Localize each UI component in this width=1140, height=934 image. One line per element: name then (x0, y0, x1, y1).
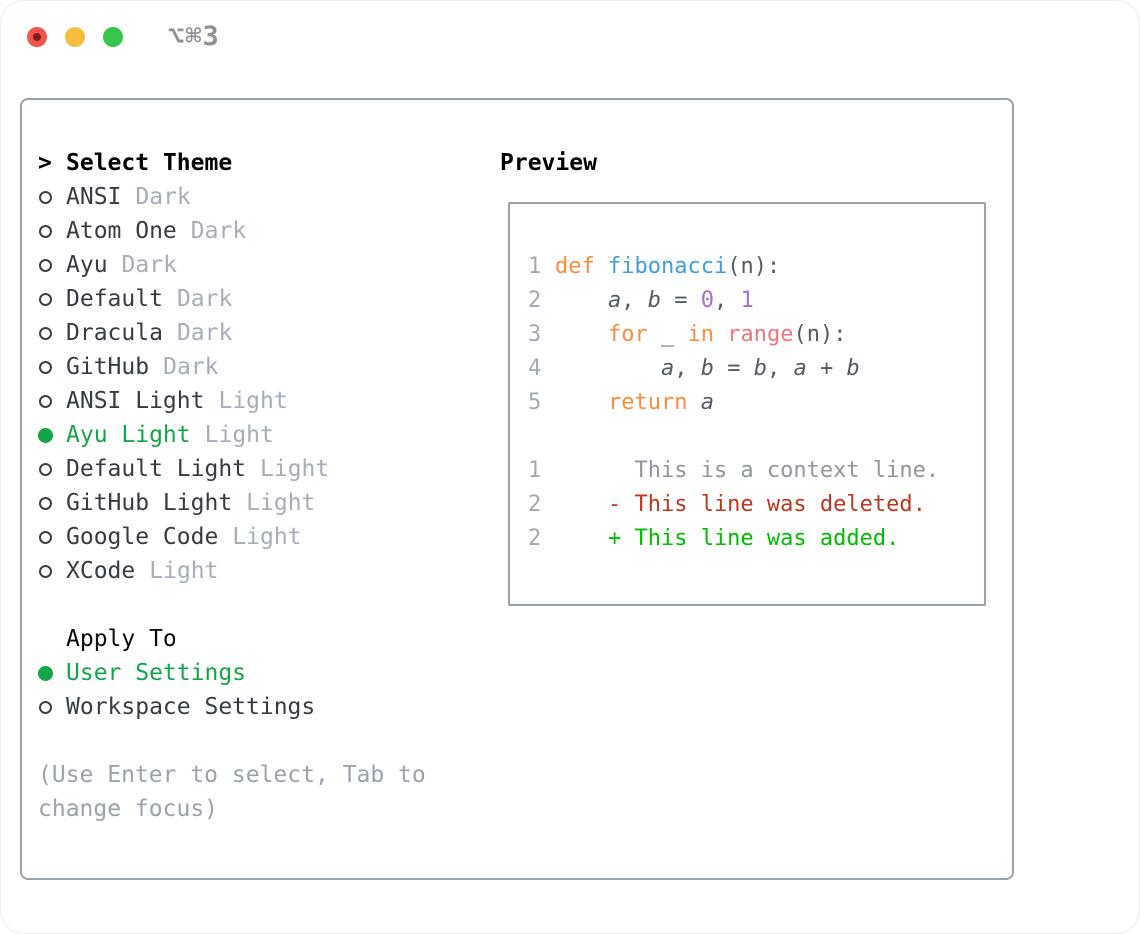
radio-selected-icon (38, 665, 53, 681)
blank-line (528, 420, 984, 454)
theme-option-label: ANSI (66, 184, 122, 210)
radio-unselected-icon (39, 224, 52, 238)
diff-line: 2 + This line was added. (528, 522, 984, 556)
line-number: 1 (528, 254, 542, 279)
code-line: 3 for _ in range(n): (528, 318, 984, 352)
select-theme-header: > Select Theme (38, 146, 426, 180)
diff-line: 2 - This line was deleted. (528, 488, 984, 522)
radio-unselected-icon (39, 394, 52, 408)
keyboard-shortcut-label: ⌥⌘3 (168, 21, 220, 52)
code-text: a, b = b, a + b (660, 356, 860, 381)
apply-to-option[interactable]: Workspace Settings (38, 690, 426, 724)
code-line: 2 a, b = 0, 1 (528, 284, 984, 318)
theme-option-label: Dracula (66, 320, 163, 346)
close-window-icon[interactable] (27, 27, 47, 47)
theme-variant-label: Light (218, 388, 288, 414)
line-number: 2 (528, 492, 542, 517)
radio-unselected-icon (39, 258, 52, 272)
theme-option-label: XCode (66, 558, 136, 584)
theme-option-label: GitHub Light (66, 490, 233, 516)
focus-cursor-icon: > (38, 150, 52, 176)
radio-unselected-icon (39, 360, 52, 374)
apply-to-option-label: User Settings (66, 660, 247, 686)
theme-option[interactable]: Google Code Light (38, 520, 426, 554)
theme-option[interactable]: Ayu Light Light (38, 418, 426, 452)
theme-option[interactable]: Dracula Dark (38, 316, 426, 350)
radio-unselected-icon (39, 190, 52, 204)
theme-variant-label: Dark (135, 184, 191, 210)
diff-text: - This line was deleted. (555, 492, 926, 517)
line-number: 4 (528, 356, 542, 381)
radio-unselected-icon (39, 462, 52, 476)
line-number: 2 (528, 288, 542, 313)
radio-unselected-icon (39, 292, 52, 306)
apply-to-header: Apply To (38, 622, 426, 656)
theme-option[interactable]: GitHub Light Light (38, 486, 426, 520)
theme-variant-label: Light (232, 524, 302, 550)
theme-variant-label: Dark (176, 286, 233, 312)
theme-variant-label: Dark (190, 218, 247, 244)
theme-variant-label: Light (246, 490, 316, 516)
theme-option-label: Default Light (66, 456, 247, 482)
code-line: 4 a, b = b, a + b (528, 352, 984, 386)
code-line: 1 def fibonacci(n): (528, 250, 984, 284)
radio-unselected-icon (39, 700, 52, 714)
theme-option-label: Atom One (66, 218, 177, 244)
theme-variant-label: Dark (176, 320, 233, 346)
theme-option[interactable]: ANSI Light Light (38, 384, 426, 418)
theme-option[interactable]: Default Dark (38, 282, 426, 316)
radio-selected-icon (38, 427, 53, 443)
radio-unselected-icon (39, 564, 52, 578)
theme-option-label: Default (66, 286, 163, 312)
minimize-window-icon[interactable] (65, 27, 85, 47)
select-theme-title: Select Theme (66, 150, 233, 176)
theme-option-label: ANSI Light (66, 388, 205, 414)
apply-to-title: Apply To (66, 626, 177, 652)
theme-option[interactable]: Atom One Dark (38, 214, 426, 248)
theme-option-label: Ayu (66, 252, 108, 278)
theme-option[interactable]: Default Light Light (38, 452, 426, 486)
radio-unselected-icon (39, 530, 52, 544)
diff-text: + This line was added. (555, 526, 900, 551)
code-text: a, b = 0, 1 (607, 288, 754, 313)
theme-variant-label: Light (204, 422, 274, 448)
code-line: 5 return a (528, 386, 984, 420)
diff-line: 1 This is a context line. (528, 454, 984, 488)
code-text: def fibonacci(n): (555, 254, 781, 279)
theme-option[interactable]: Ayu Dark (38, 248, 426, 282)
hint-line-2: change focus) (38, 796, 219, 822)
theme-option[interactable]: XCode Light (38, 554, 426, 588)
zoom-window-icon[interactable] (103, 27, 123, 47)
preview-title: Preview (500, 150, 597, 176)
code-text: for _ in range(n): (607, 322, 847, 347)
line-number: 2 (528, 526, 542, 551)
theme-variant-label: Light (149, 558, 219, 584)
line-number: 1 (528, 458, 542, 483)
spacer-row (38, 724, 426, 758)
radio-unselected-icon (39, 496, 52, 510)
radio-unselected-icon (39, 326, 52, 340)
theme-option[interactable]: ANSI Dark (38, 180, 426, 214)
line-number: 3 (528, 322, 542, 347)
theme-variant-label: Dark (121, 252, 177, 278)
theme-option-label: Ayu Light (66, 422, 191, 448)
theme-variant-label: Light (260, 456, 330, 482)
apply-to-option-label: Workspace Settings (66, 694, 316, 720)
theme-option[interactable]: GitHub Dark (38, 350, 426, 384)
spacer-row (38, 588, 426, 622)
theme-option-label: Google Code (66, 524, 219, 550)
hint-line-1: (Use Enter to select, Tab to (38, 762, 426, 788)
theme-option-label: GitHub (66, 354, 150, 380)
line-number: 5 (528, 390, 542, 415)
code-text: return a (607, 390, 714, 415)
window-titlebar: ⌥⌘3 (0, 0, 1140, 70)
diff-text: This is a context line. (555, 458, 940, 483)
theme-variant-label: Dark (163, 354, 219, 380)
apply-to-option[interactable]: User Settings (38, 656, 426, 690)
